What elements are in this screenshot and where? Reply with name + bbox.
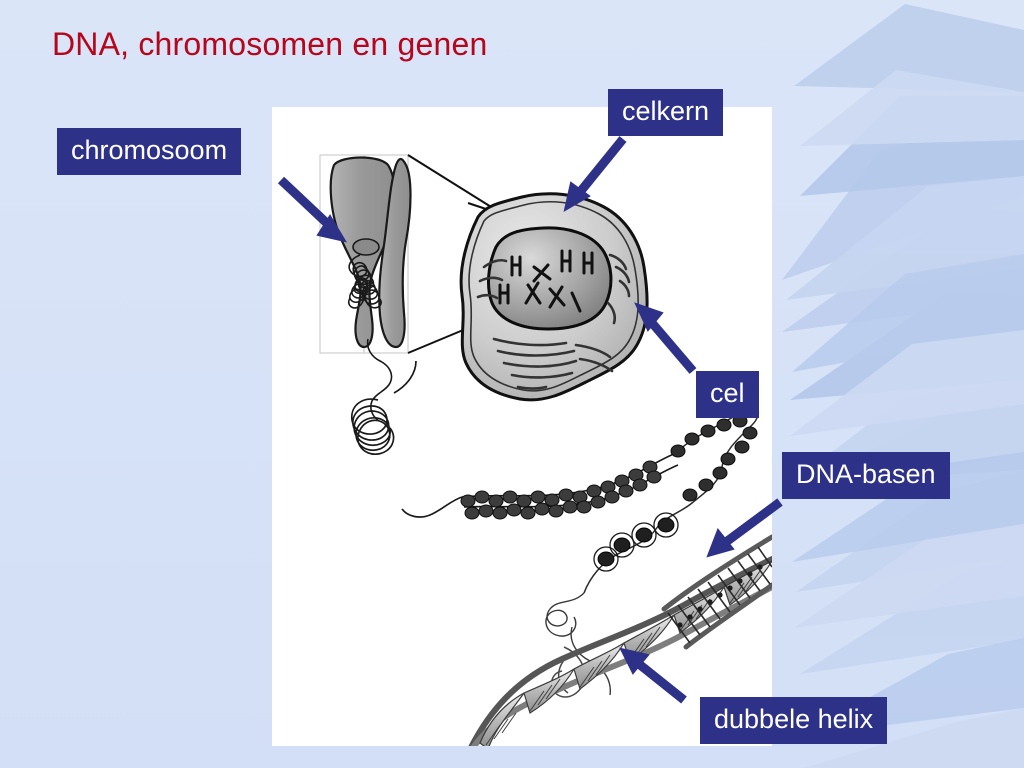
dna-chromosome-gene-levels-illustration	[272, 107, 772, 746]
cell-nucleus	[487, 226, 613, 331]
label-chromosoom[interactable]: chromosoom	[57, 128, 242, 175]
chromatin-coil	[348, 254, 393, 421]
label-dubbele-helix[interactable]: dubbele helix	[700, 697, 888, 744]
diagram-panel	[272, 107, 772, 746]
chromosome-x-shape	[329, 156, 412, 349]
nucleus-chromosomes	[498, 249, 594, 313]
chromatin-solenoid	[351, 360, 463, 518]
label-celkern[interactable]: celkern	[608, 89, 724, 136]
label-cel[interactable]: cel	[696, 371, 759, 418]
label-dna-basen[interactable]: DNA-basen	[782, 452, 950, 499]
cell-organelles	[476, 253, 631, 390]
slide-title: DNA, chromosomen en genen	[52, 26, 488, 62]
